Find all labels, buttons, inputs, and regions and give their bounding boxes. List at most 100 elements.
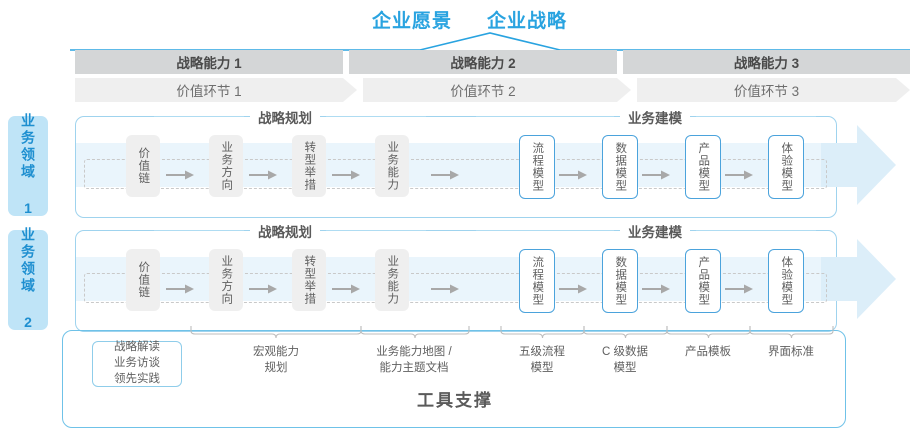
capability-cell-3: 战略能力 3: [623, 50, 910, 74]
process-node-label: 数据模型: [614, 142, 627, 192]
process-node-1[interactable]: 价值链: [126, 249, 160, 311]
process-node-8[interactable]: 体验模型: [768, 135, 804, 199]
tool-brace-6: [749, 326, 834, 347]
process-node-7[interactable]: 产品模型: [685, 135, 721, 199]
section-title-1: 战略规划: [250, 107, 320, 127]
process-node-4[interactable]: 业务能力: [375, 135, 409, 197]
flow-arrow-icon: [249, 170, 277, 180]
domain-row-1: 战略规划 业务建模价值链 业务方向 转型举措 业务能力 流程模型 数据模型 产品模型 体验模型: [75, 107, 896, 218]
tool-label-3: 五级流程 模型: [519, 346, 565, 374]
flow-arrow: [431, 168, 461, 186]
flow-arrow: [559, 168, 589, 186]
process-node-7[interactable]: 产品模型: [685, 249, 721, 313]
process-node-3[interactable]: 转型举措: [292, 249, 326, 311]
flow-arrow: [642, 282, 672, 300]
section-title-2: 业务建模: [620, 221, 690, 241]
process-node-5[interactable]: 流程模型: [519, 135, 555, 199]
process-node-label: 价值链: [137, 261, 150, 299]
tool-support-title: 工具支撑: [417, 391, 493, 410]
chevron-shapes-icon: [75, 78, 910, 102]
flow-arrow-icon: [332, 284, 360, 294]
flow-arrow: [249, 282, 279, 300]
tool-brace-1: [190, 326, 362, 347]
process-node-label: 产品模型: [697, 256, 710, 306]
domain-tab-label: 业务领域 2: [20, 227, 36, 333]
flow-arrow: [166, 168, 196, 186]
value-chain-label-2: 价值环节 2: [450, 84, 516, 99]
process-node-3[interactable]: 转型举措: [292, 135, 326, 197]
flow-arrow: [332, 282, 362, 300]
flow-arrow-icon: [725, 170, 753, 180]
process-node-6[interactable]: 数据模型: [602, 249, 638, 313]
tool-brace-3: [500, 326, 585, 347]
process-node-label: 流程模型: [531, 256, 544, 306]
process-node-label: 业务方向: [220, 255, 233, 305]
section-divider-right: [696, 230, 816, 232]
flow-arrow: [642, 168, 672, 186]
flow-arrow-icon: [249, 284, 277, 294]
tool-brace-2: [360, 326, 470, 347]
process-node-label: 业务能力: [386, 255, 399, 305]
tool-label-2: 业务能力地图 / 能力主题文档: [376, 346, 452, 374]
capability-cell-2: 战略能力 2: [349, 50, 617, 74]
section-title-1: 战略规划: [250, 221, 320, 241]
flow-arrow-icon: [431, 284, 459, 294]
domain-tab-1[interactable]: 业务领域 1: [8, 113, 48, 219]
capability-cell-1: 战略能力 1: [75, 50, 343, 74]
section-divider-left: [476, 116, 614, 118]
process-node-6[interactable]: 数据模型: [602, 135, 638, 199]
section-divider-left: [476, 230, 614, 232]
tool-label-4: C 级数据 模型: [602, 346, 648, 374]
value-chain-label-1: 价值环节 1: [176, 84, 242, 99]
flow-arrow-icon: [559, 170, 587, 180]
flow-arrow: [559, 282, 589, 300]
section-title-2: 业务建模: [620, 107, 690, 127]
section-divider-right: [326, 116, 426, 118]
flow-arrow-icon: [431, 170, 459, 180]
tool-pill-strategy: 战略解读 业务访谈 领先实践: [92, 341, 182, 387]
section-divider-left: [154, 116, 244, 118]
tool-label-5: 产品模板: [685, 346, 731, 358]
tool-brace-5: [666, 326, 751, 347]
flow-arrow: [725, 168, 755, 186]
process-node-4[interactable]: 业务能力: [375, 249, 409, 311]
flow-arrow: [431, 282, 461, 300]
enterprise-vision-title: 企业愿景: [372, 11, 453, 32]
section-divider-right: [696, 116, 816, 118]
process-node-5[interactable]: 流程模型: [519, 249, 555, 313]
process-node-1[interactable]: 价值链: [126, 135, 160, 197]
tool-brace-4: [583, 326, 668, 347]
flow-arrow: [166, 282, 196, 300]
process-node-label: 转型举措: [303, 255, 316, 305]
flow-arrow: [332, 168, 362, 186]
domain-tab-2[interactable]: 业务领域 2: [8, 227, 48, 333]
process-node-label: 业务能力: [386, 141, 399, 191]
tool-label-1: 宏观能力 规划: [253, 346, 299, 374]
flow-arrow-icon: [332, 170, 360, 180]
flow-arrow-icon: [559, 284, 587, 294]
section-divider-left: [154, 230, 244, 232]
row-end-arrow-icon: [821, 125, 896, 210]
process-node-label: 体验模型: [780, 256, 793, 306]
flow-track-segment: [403, 273, 521, 303]
process-node-label: 价值链: [137, 147, 150, 185]
value-chain-label-3: 价值环节 3: [733, 84, 800, 99]
process-node-label: 数据模型: [614, 256, 627, 306]
domain-row-2: 战略规划 业务建模价值链 业务方向 转型举措 业务能力 流程模型 数据模型 产品模型 体验模型: [75, 221, 896, 332]
row-end-arrow-icon: [821, 239, 896, 324]
process-node-8[interactable]: 体验模型: [768, 249, 804, 313]
process-node-label: 转型举措: [303, 141, 316, 191]
tool-label-6: 界面标准: [768, 346, 814, 358]
process-node-2[interactable]: 业务方向: [209, 135, 243, 197]
flow-arrow: [725, 282, 755, 300]
vision-strategy-header: 企业愿景 企业战略: [0, 6, 910, 32]
flow-track-segment: [403, 159, 521, 189]
process-node-label: 体验模型: [780, 142, 793, 192]
value-chain-band: 价值环节 1 价值环节 2 价值环节 3: [75, 78, 910, 102]
section-divider-right: [326, 230, 426, 232]
tool-support-box: [62, 330, 846, 428]
process-node-label: 流程模型: [531, 142, 544, 192]
process-node-2[interactable]: 业务方向: [209, 249, 243, 311]
